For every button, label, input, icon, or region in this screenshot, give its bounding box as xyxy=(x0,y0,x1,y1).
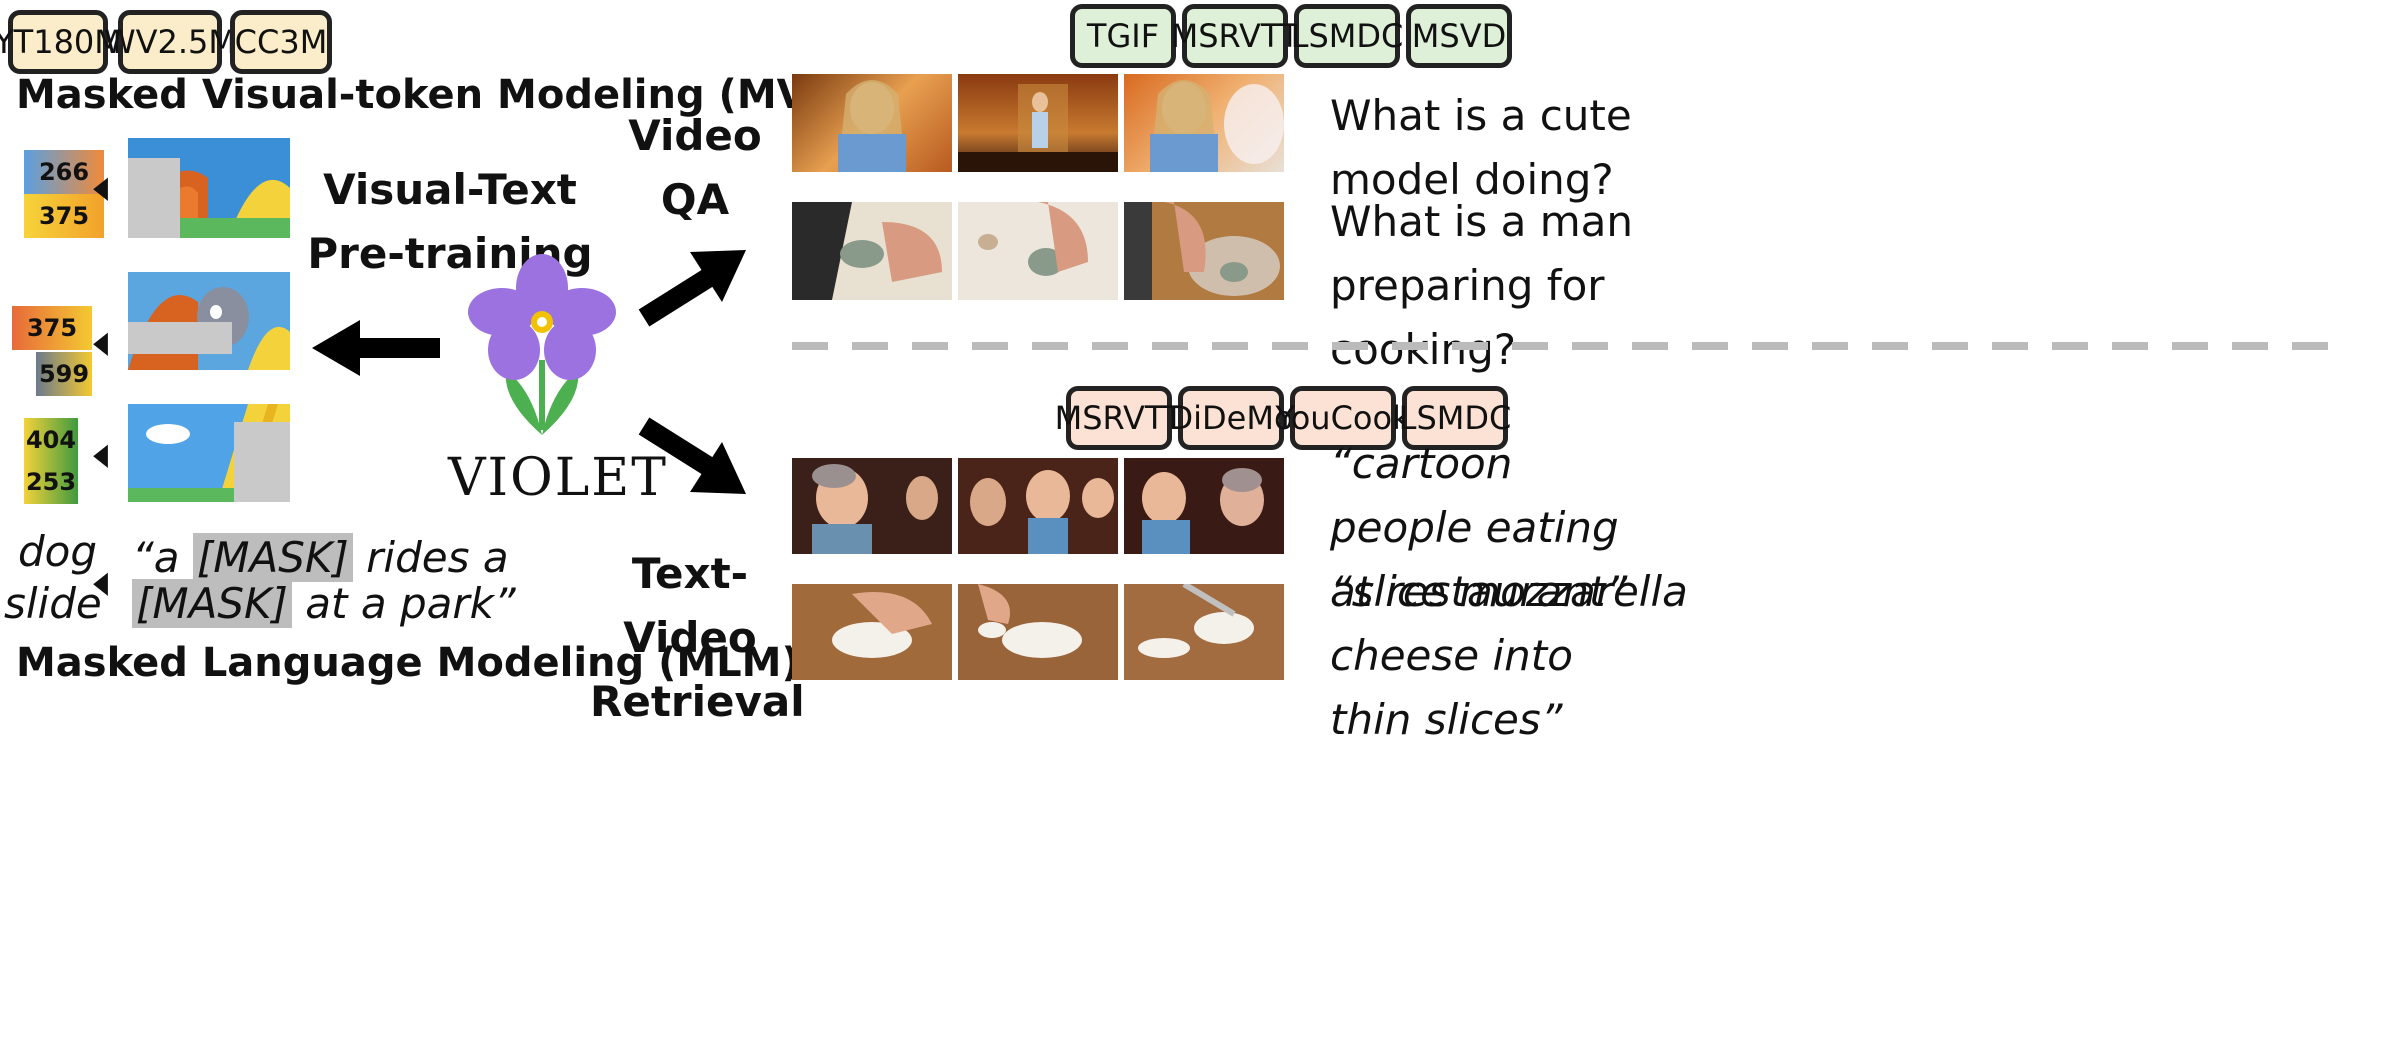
qa-video2-frame3 xyxy=(1124,202,1284,300)
left-arrow-icon: 🢐 xyxy=(92,161,110,215)
mvm-frame-1 xyxy=(128,138,290,238)
mvm-frame-2 xyxy=(128,272,290,370)
mvm-title: Masked Visual-token Modeling (MVM) xyxy=(16,72,866,118)
dataset-tag-tgif: TGIF xyxy=(1070,4,1176,68)
retrieval-caption-line: “slice mozzarella xyxy=(1330,567,1688,616)
qa-question-line: cooking? xyxy=(1330,318,1633,382)
retrieval-video2-frame2 xyxy=(958,584,1118,680)
retrieval-caption-1: “cartoon people eating at restaurant” xyxy=(1330,432,1627,624)
model-image xyxy=(1150,80,1284,172)
masked-patch xyxy=(234,422,290,502)
video-qa-label: Video QA xyxy=(610,104,780,232)
retrieval-video1-frame2 xyxy=(958,458,1118,554)
cooking-bowl-image xyxy=(1124,202,1280,300)
dataset-tag-didemo: DiDeMo xyxy=(1168,386,1294,450)
dataset-tag-msrvtt: MSRVTT xyxy=(1171,4,1299,68)
cooking-hand-image xyxy=(978,202,1088,276)
violet-flower-logo-icon xyxy=(468,254,616,435)
cartoon-people-image xyxy=(812,464,938,554)
video-qa-label-line: Video xyxy=(628,111,762,160)
visual-token: 375 xyxy=(12,306,92,350)
qa-question-2: What is a man preparing for cooking? xyxy=(1330,190,1633,382)
mozzarella-image xyxy=(832,592,932,658)
video-qa-label-line: QA xyxy=(660,175,730,224)
retrieval-video1-frame1 xyxy=(792,458,952,554)
retrieval-label-line: Text-Video xyxy=(623,549,757,662)
mask-token: [MASK] xyxy=(132,579,292,628)
qa-video1-frame3 xyxy=(1124,74,1284,172)
dataset-tag-lsmdc: LSMDC xyxy=(1399,386,1511,450)
visual-token: 599 xyxy=(36,352,92,396)
retrieval-label-line: Retrieval xyxy=(590,677,805,726)
predicted-word-slide: slide xyxy=(4,579,102,628)
dataset-tag-yt180m: YT180M xyxy=(0,10,122,74)
mvm-frame-3 xyxy=(128,404,290,502)
cooking-hand-image xyxy=(792,202,942,300)
mask-token: [MASK] xyxy=(192,533,353,582)
cartoon-people-image xyxy=(1142,468,1264,554)
retrieval-caption-line: “cartoon xyxy=(1330,439,1513,488)
qa-question-line: What is a cute xyxy=(1330,91,1632,140)
retrieval-caption-line: at restaurant” xyxy=(1330,567,1628,616)
dataset-tag-lsmdc: LSMDC xyxy=(1291,4,1403,68)
mozzarella-image xyxy=(978,584,1082,658)
mlm-title: Masked Language Modeling (MLM) xyxy=(16,640,800,686)
retrieval-video1-frame3 xyxy=(1124,458,1284,554)
retrieval-video2-frame3 xyxy=(1124,584,1284,680)
dataset-tag-cc3m: CC3M xyxy=(230,10,332,74)
pretrain-label: Visual-Text Pre-training xyxy=(300,158,600,286)
masked-patch xyxy=(128,158,180,238)
predicted-word-dog: dog xyxy=(18,527,98,576)
retrieval-label: Text-Video Retrieval xyxy=(590,542,805,734)
qa-video1-frame1 xyxy=(792,74,952,172)
caption-text: “a xyxy=(132,533,193,582)
masked-patch xyxy=(128,322,232,354)
visual-token: 404 xyxy=(24,418,78,462)
dataset-tag-msrvtt: MSRVTT xyxy=(1055,386,1183,450)
qa-question-line: model doing? xyxy=(1330,155,1614,204)
violet-logo-text: VIOLET xyxy=(448,448,668,508)
caption-text: rides a xyxy=(352,533,509,582)
dataset-tag-msvd: MSVD xyxy=(1406,4,1512,68)
left-arrow-icon: 🢐 xyxy=(92,316,110,370)
dataset-tag-wv2-5m: WV2.5M xyxy=(104,10,236,74)
qa-question-line: preparing for xyxy=(1330,261,1605,310)
model-image xyxy=(838,80,906,172)
runway-image xyxy=(958,84,1118,172)
qa-video1-frame2 xyxy=(958,74,1118,172)
mlm-caption-line2: [MASK] at a park” xyxy=(132,572,516,636)
down-right-arrow-icon xyxy=(638,417,746,494)
mlm-caption-line1: “a [MASK] rides a xyxy=(132,526,509,590)
visual-token: 375 xyxy=(24,194,104,238)
visual-token: 266 xyxy=(24,150,104,194)
retrieval-caption-line: cheese into xyxy=(1330,631,1573,680)
caption-text: at a park” xyxy=(291,579,516,628)
retrieval-caption-2: “slice mozzarella cheese into thin slice… xyxy=(1330,560,1688,752)
pretrain-label-line: Visual-Text xyxy=(323,165,577,214)
big-left-arrow-icon xyxy=(312,320,440,376)
retrieval-caption-line: thin slices” xyxy=(1330,695,1563,744)
up-right-arrow-icon xyxy=(638,250,746,327)
cartoon-people-image xyxy=(970,470,1114,554)
cartoon-dog-image xyxy=(128,272,290,370)
retrieval-caption-line: people eating xyxy=(1330,503,1619,552)
qa-question-1: What is a cute model doing? xyxy=(1330,84,1632,212)
left-arrow-icon: 🢐 xyxy=(92,428,110,482)
left-arrow-icon: 🢐 xyxy=(92,556,110,610)
dataset-tag-youcook: YouCook xyxy=(1275,386,1411,450)
retrieval-video2-frame1 xyxy=(792,584,952,680)
section-divider xyxy=(792,342,2352,350)
qa-question-line: What is a man xyxy=(1330,197,1633,246)
visual-token: 253 xyxy=(24,460,78,504)
qa-video2-frame1 xyxy=(792,202,952,300)
qa-video2-frame2 xyxy=(958,202,1118,300)
mozzarella-image xyxy=(1138,584,1254,658)
